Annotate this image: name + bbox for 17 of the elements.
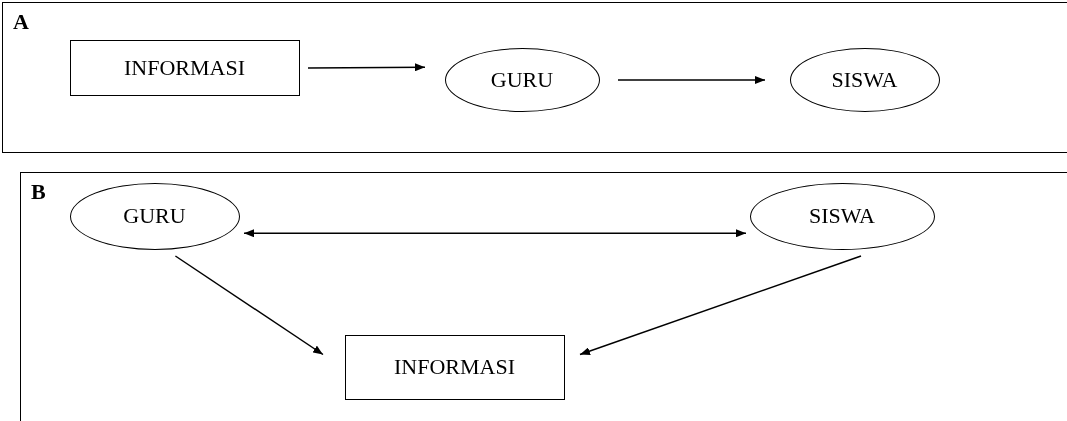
process-box (69, 39, 300, 96)
node-label: SISWA (809, 203, 875, 229)
arrow (174, 255, 324, 356)
process-box (344, 334, 565, 400)
node-label: INFORMASI (394, 354, 515, 380)
node-label: GURU (490, 66, 554, 93)
arrow (579, 255, 862, 356)
node-label: GURU (123, 203, 186, 229)
arrow (307, 63, 426, 72)
node-label: SISWA (831, 66, 898, 93)
panel-frame (2, 2, 1067, 153)
node-label: INFORMASI (124, 54, 245, 81)
arrow (243, 229, 747, 238)
panel-frame (20, 172, 1067, 421)
panel-label: A (13, 9, 29, 35)
panel-label: B (31, 179, 46, 205)
arrow (617, 76, 766, 84)
